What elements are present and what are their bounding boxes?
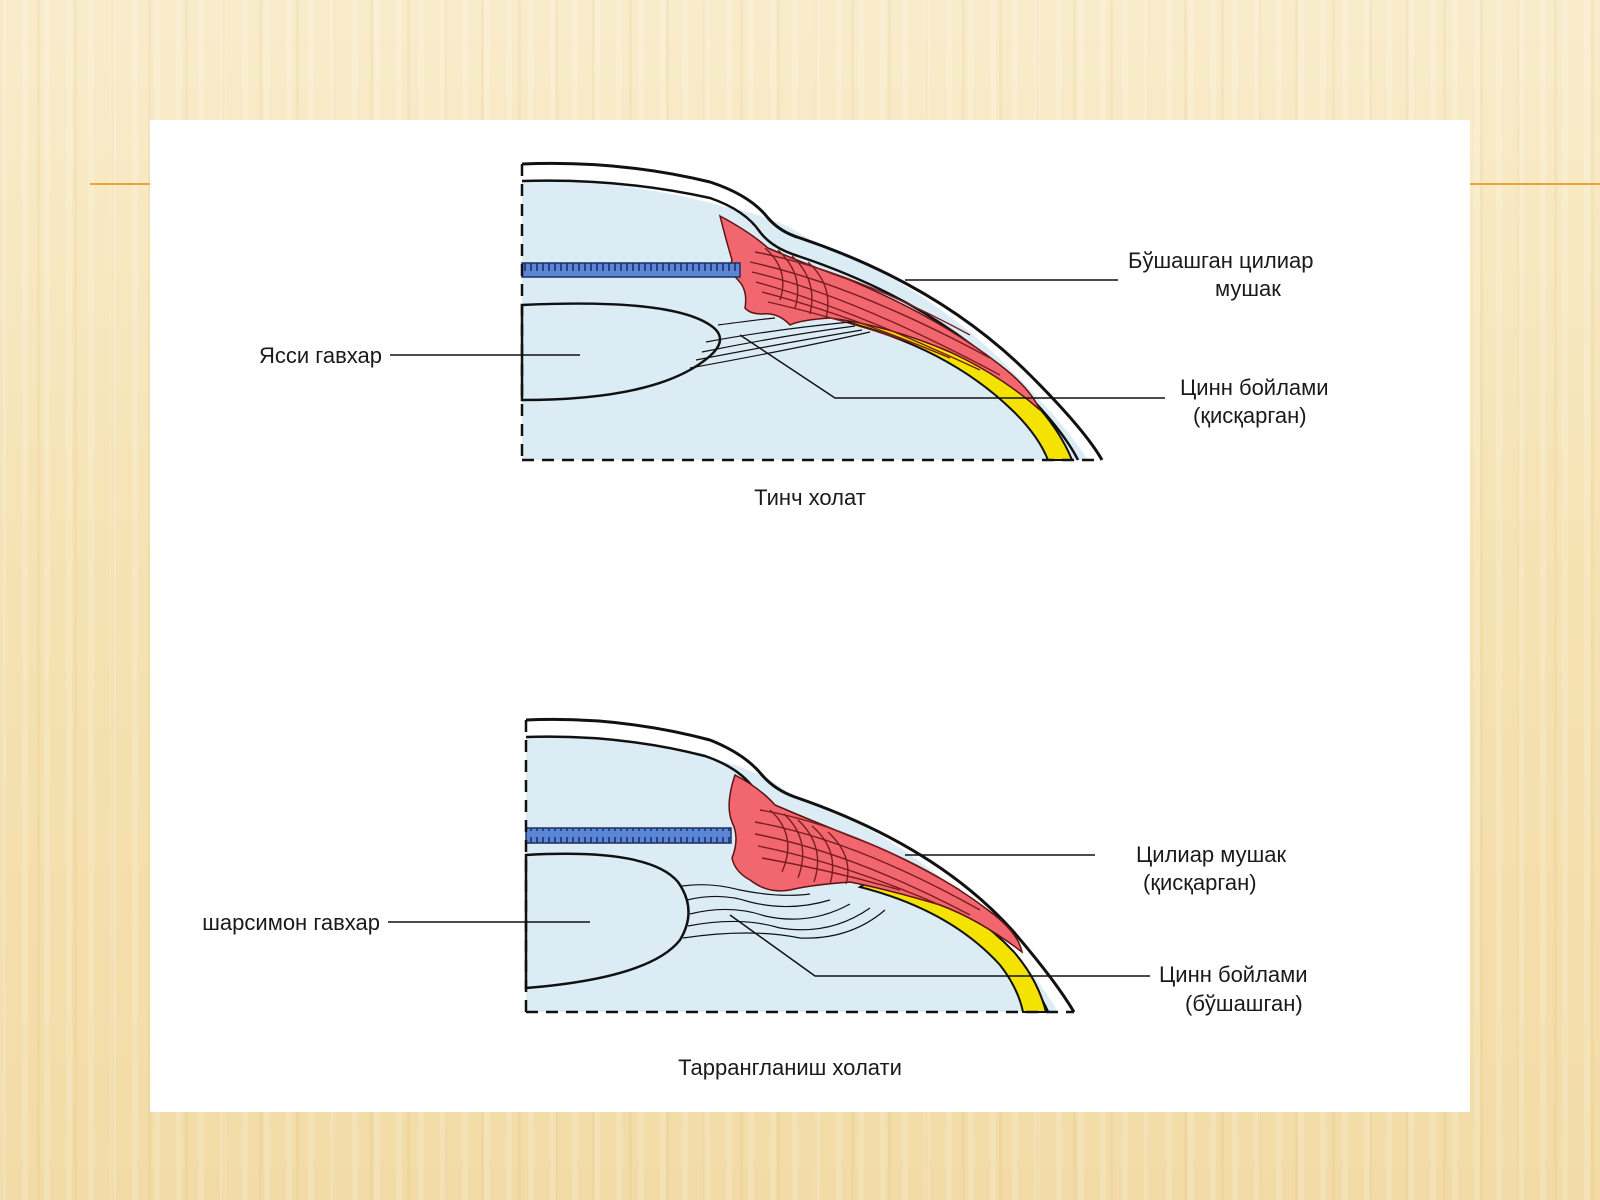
caption-accommodation-state: Таррангланиш холати	[678, 1055, 902, 1080]
leader-zonule	[739, 334, 1165, 399]
label-flat-lens: Ясси гавхар	[259, 343, 382, 368]
zonular-fibers	[681, 884, 886, 939]
cornea-sclera-outer	[525, 717, 1076, 1013]
diagram-accommodation-state: шарсимон гавхар Цилиар мушак (қисқарган)…	[202, 717, 1308, 1080]
decorative-rule-left	[90, 183, 152, 185]
label-zonule-contracted-line2: (қисқарган)	[1193, 403, 1307, 428]
iris	[525, 827, 732, 844]
diagram-resting-state: Ясси гавхар Бўшашган цилиар мушак Цинн б…	[259, 161, 1329, 510]
zonular-fibers	[689, 317, 871, 369]
label-ciliary-muscle-contracted-line2: (қисқарган)	[1143, 870, 1257, 895]
ciliary-muscle-fibers	[749, 247, 1001, 376]
accommodation-diagrams: Ясси гавхар Бўшашган цилиар мушак Цинн б…	[202, 161, 1329, 1080]
iris	[521, 262, 741, 278]
caption-resting-state: Тинч холат	[754, 485, 866, 510]
label-zonule-relaxed-line2: (бўшашган)	[1185, 991, 1303, 1016]
label-zonule-relaxed-line1: Цинн бойлами	[1159, 962, 1308, 987]
label-zonule-contracted-line1: Цинн бойлами	[1180, 375, 1329, 400]
ciliary-muscle-fibers	[754, 809, 981, 916]
leader-zonule	[729, 914, 1150, 977]
label-relaxed-ciliary-muscle-line2: мушак	[1215, 276, 1281, 301]
cornea-sclera-outer	[521, 161, 1104, 461]
label-ciliary-muscle-contracted-line1: Цилиар мушак	[1136, 842, 1287, 867]
slide-panel: Ясси гавхар Бўшашган цилиар мушак Цинн б…	[150, 120, 1470, 1112]
flat-lens	[520, 302, 722, 402]
label-relaxed-ciliary-muscle-line1: Бўшашган цилиар	[1128, 248, 1314, 273]
label-spherical-lens: шарсимон гавхар	[202, 910, 380, 935]
spherical-lens	[524, 852, 690, 990]
decorative-rule-right	[1467, 183, 1600, 185]
